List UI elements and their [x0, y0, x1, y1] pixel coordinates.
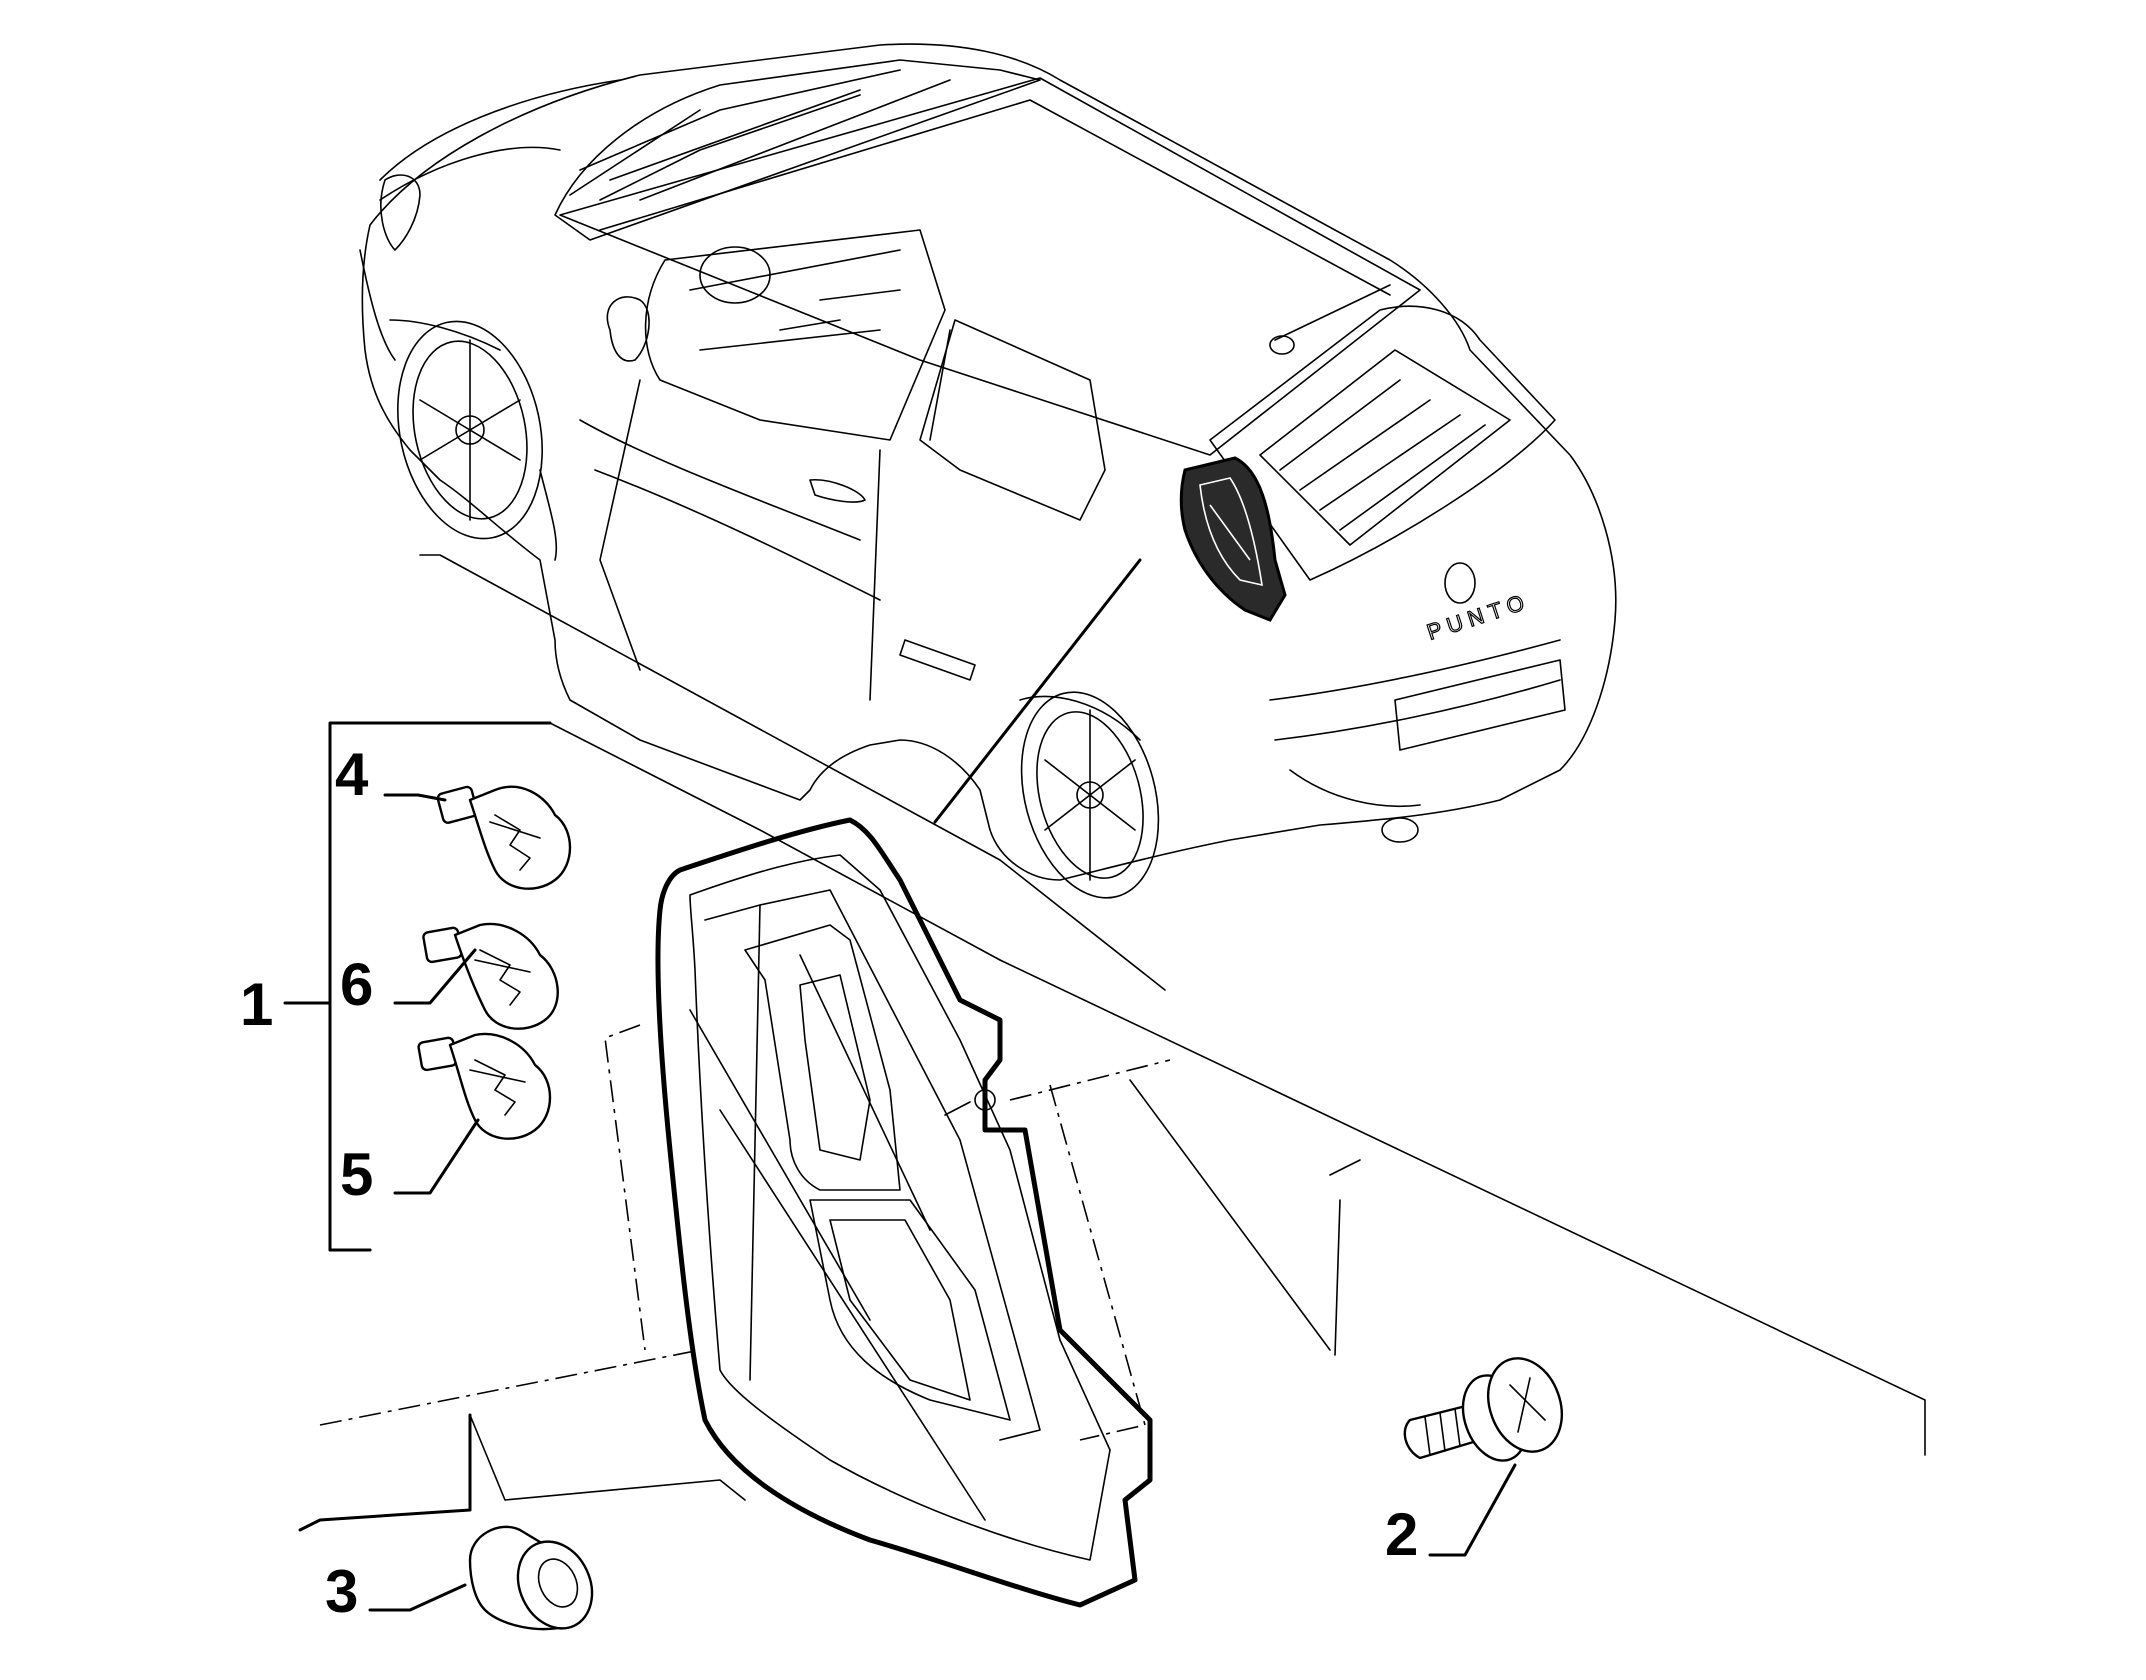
callout-label-1: 1 — [240, 971, 273, 1038]
callout-label-4: 4 — [335, 741, 369, 808]
leader-3 — [368, 1583, 467, 1612]
car-badge-text: PUNTO — [1424, 588, 1533, 645]
car-leader-line — [933, 558, 1142, 824]
bulb-5 — [417, 1032, 552, 1140]
leader-6 — [393, 948, 477, 1005]
screw-icon — [1403, 1357, 1563, 1462]
leader-4 — [383, 793, 447, 802]
leader-5 — [393, 1118, 480, 1195]
callout-label-6: 6 — [340, 951, 373, 1018]
grommet-icon — [468, 1525, 594, 1631]
tail-light-assembly — [319, 817, 1361, 1608]
tail-light-on-car — [1179, 456, 1287, 622]
callout-label-3: 3 — [325, 1558, 358, 1625]
leader-2 — [1428, 1463, 1517, 1557]
callout-label-2: 2 — [1385, 1501, 1418, 1568]
bulb-4 — [436, 785, 572, 890]
callout-label-5: 5 — [340, 1141, 373, 1208]
car-illustration: PUNTO — [359, 43, 1617, 991]
bulb-6 — [422, 922, 559, 1030]
leader-3-ref — [298, 1413, 472, 1532]
